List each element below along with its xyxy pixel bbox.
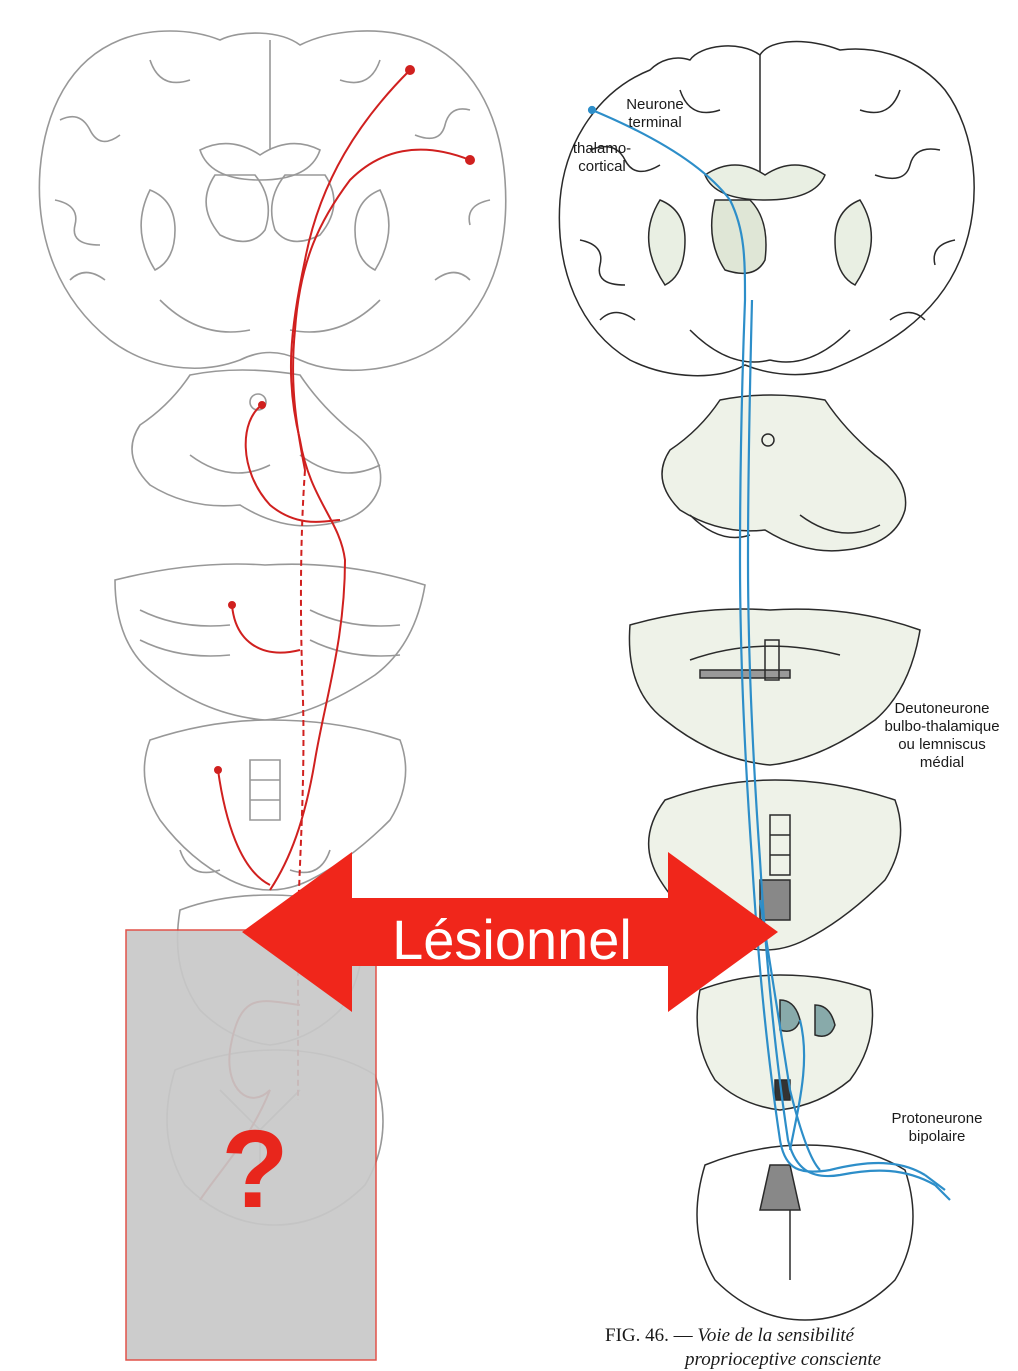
caption-title: Voie de la sensibilité (697, 1325, 854, 1346)
label-line: thalamo- (556, 140, 648, 158)
label-line: ou lemniscus (872, 736, 1012, 754)
label-protoneuron: Protoneurone bipolaire (872, 1110, 1002, 1146)
left-pons (115, 564, 425, 720)
question-mark: ? (200, 1110, 310, 1230)
caption-prefix: FIG. 46. — (605, 1325, 693, 1346)
lesion-arrow-label: Lésionnel (352, 905, 672, 975)
label-line: Neurone (600, 96, 710, 114)
label-line: médial (872, 754, 1012, 772)
left-medulla-upper (144, 720, 405, 890)
figure-caption: FIG. 46. — Voie de la sensibilité propri… (605, 1325, 1005, 1347)
label-deutoneuron: Deutoneurone bulbo-thalamique ou lemnisc… (872, 700, 1012, 772)
label-line: Deutoneurone (872, 700, 1012, 718)
right-brain-outline (559, 42, 974, 376)
label-line: bipolaire (872, 1128, 1002, 1146)
label-line: Protoneurone (872, 1110, 1002, 1128)
label-terminal-neuron: Neurone terminal (600, 96, 710, 132)
label-line: cortical (556, 158, 648, 176)
label-line: bulbo-thalamique (872, 718, 1012, 736)
caption-second-line: proprioceptive consciente (685, 1349, 881, 1371)
right-midbrain (662, 395, 906, 551)
label-thalamocortical: thalamo- cortical (556, 140, 648, 176)
label-line: terminal (600, 114, 710, 132)
right-thalamus-stippled (712, 200, 766, 273)
